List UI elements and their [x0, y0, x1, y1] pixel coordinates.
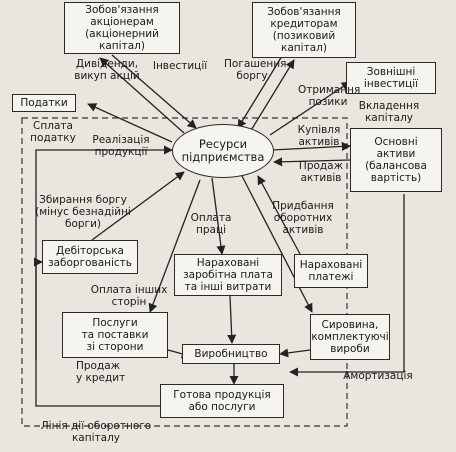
fixed-assets-box: Основні активи (балансова вартість) — [350, 128, 442, 192]
arrow-dividends — [111, 54, 197, 129]
arrow-asset-sale — [273, 157, 351, 167]
arrow-materials-production — [279, 348, 311, 358]
arrow-depreciation — [289, 194, 405, 377]
accrued-payments-box: Нараховані платежі — [294, 254, 368, 288]
label-asset-purchase: Купівля активів — [297, 124, 341, 148]
arrow-credit-sales — [33, 257, 160, 407]
label-tax-payment: Сплата податку — [30, 120, 76, 144]
label-debt-collection: Збирання боргу (мінус безнадійні борги) — [35, 194, 131, 230]
shareholders-box: Зобов'язання акціонерам (акціонерний кап… — [64, 2, 180, 54]
label-depreciation: Амортизація — [343, 370, 413, 382]
label-sales: Реалізація продукції — [92, 134, 150, 158]
arrow-asset-purchase — [271, 141, 351, 151]
arrow-current-assets — [241, 175, 313, 313]
services-box: Послуги та поставки зі сторони — [62, 312, 168, 358]
label-credit-sales: Продаж у кредит — [76, 360, 126, 384]
label-debt-repayment: Погашення боргу — [224, 58, 287, 82]
arrow-wages-production — [227, 295, 237, 344]
taxes-box: Податки — [12, 94, 76, 112]
arrow-debt-repayment — [237, 55, 283, 129]
finished-goods-box: Готова продукція або послуги — [160, 384, 284, 418]
label-working-capital-line: Лінія дії оборотного капіталу — [40, 420, 152, 444]
external-investments-box: Зовнішні інвестиції — [346, 62, 436, 94]
label-other-payments: Оплата інших сторін — [90, 284, 168, 308]
receivables-box: Дебіторська заборгованість — [42, 240, 138, 274]
creditors-box: Зобов'язання кредиторам (позиковий капіт… — [252, 2, 356, 58]
arrow-loan — [249, 59, 295, 133]
arrow-external-investments — [269, 81, 351, 136]
label-dividends: Дивіденди, викуп акцій — [74, 58, 140, 82]
production-box: Виробництво — [182, 344, 280, 364]
label-investments: Інвестиції — [152, 60, 208, 72]
arrow-debt-collection — [91, 171, 185, 241]
accrued-wages-box: Нараховані заробітна плата та інші витра… — [174, 254, 282, 296]
arrow-tax-payment — [87, 103, 173, 143]
arrow-other-payments — [148, 179, 201, 313]
label-capital-investment: Вкладення капіталу — [358, 100, 420, 124]
label-current-assets-purchase: Придбання оборотних активів — [272, 200, 334, 236]
label-loans: Отримання позики — [298, 84, 361, 108]
materials-box: Сировина, комплектуючі вироби — [310, 314, 390, 360]
resources-ellipse: Ресурси підприємства — [172, 124, 274, 178]
arrow-accrued-payments — [257, 175, 301, 255]
arrow-labor-payment — [211, 177, 226, 255]
label-asset-sale: Продаж активів — [298, 160, 344, 184]
arrow-investments-sh — [99, 57, 185, 134]
label-labor-payment: Оплата праці — [190, 212, 232, 236]
